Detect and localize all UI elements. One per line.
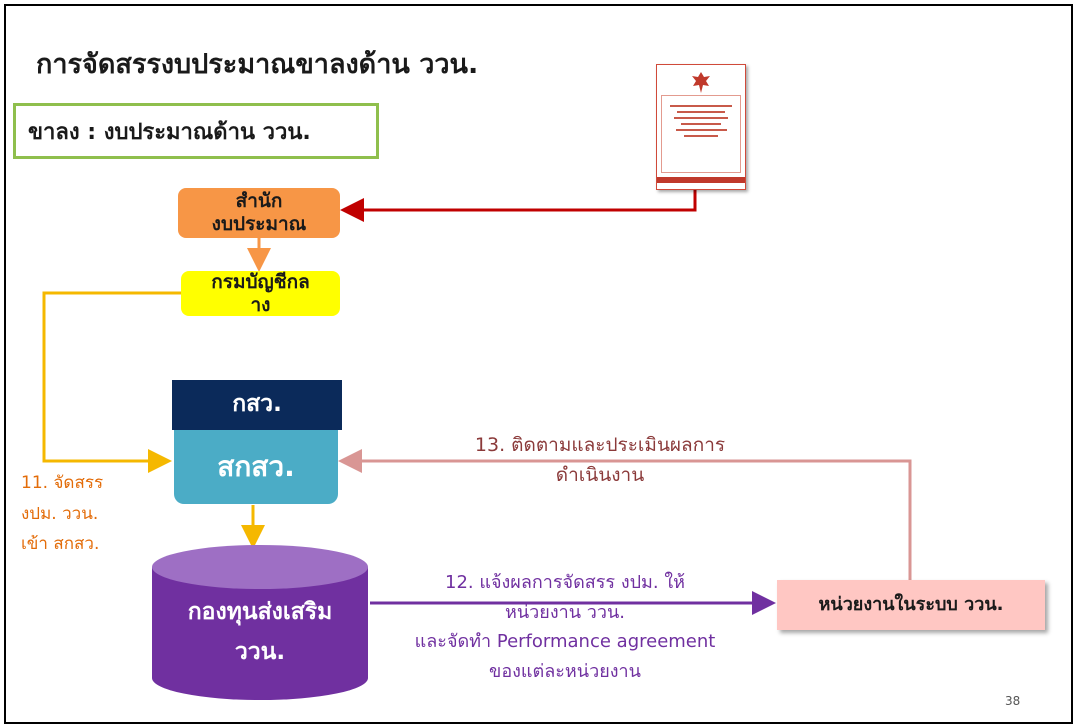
page-title: การจัดสรรงบประมาณขาลงด้าน ววน. — [36, 49, 479, 80]
subtitle-box: ขาลง : งบประมาณด้าน ววน. — [13, 103, 379, 159]
document-text-lines — [667, 101, 735, 141]
garuda-emblem-icon — [692, 72, 710, 93]
arrow-comptroller-to-tsri — [42, 291, 181, 473]
page-number: 38 — [1005, 694, 1021, 708]
edge-label-step12: 12. แจ้งผลการจัดสรร งปม. ให้ หน่วยงาน วว… — [414, 572, 716, 683]
edge-label-step13: 13. ติดตามและประเมินผลการ ดำเนินงาน — [474, 434, 726, 487]
arrow-units-to-tsri — [338, 449, 912, 580]
budget-act-document-icon — [656, 64, 746, 190]
node-research-units-label: หน่วยงานในระบบ ววน. — [818, 594, 1004, 616]
document-footer-band — [657, 177, 745, 183]
node-tsri-label: สกสว. — [217, 450, 295, 484]
node-tsri: สกสว. — [174, 430, 338, 504]
edge-label-step11: 11. จัดสรร งปม. ววน. เข้า สกสว. — [21, 473, 104, 555]
node-research-units: หน่วยงานในระบบ ววน. — [777, 580, 1045, 630]
document-title-band — [661, 95, 741, 173]
arrow-doc-to-budget — [340, 188, 697, 222]
node-comptroller-general-label: กรมบัญชีกล าง — [211, 270, 310, 316]
fund-cylinder — [152, 545, 368, 700]
node-tsri-header-label: กสว. — [232, 391, 282, 418]
node-tsri-header: กสว. — [172, 380, 342, 430]
node-budget-bureau-label: สำนัก งบประมาณ — [211, 190, 307, 235]
subtitle-text: ขาลง : งบประมาณด้าน ววน. — [28, 119, 311, 145]
node-fund-label: กองทุนส่งเสริม ววน. — [187, 599, 333, 666]
node-comptroller-general: กรมบัญชีกล าง — [181, 271, 340, 316]
node-budget-bureau: สำนัก งบประมาณ — [178, 188, 340, 238]
